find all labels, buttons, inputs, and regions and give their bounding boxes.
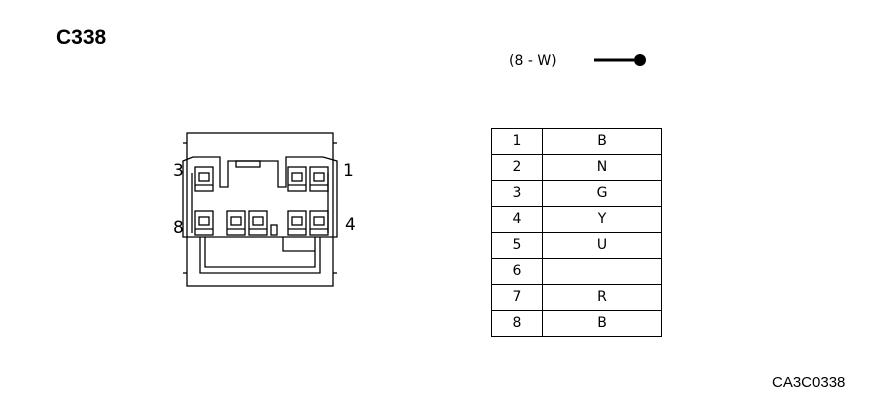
wire-color: B	[542, 310, 662, 337]
wire-color	[542, 258, 662, 285]
wire-color: N	[542, 154, 662, 181]
table-row: 6	[491, 258, 662, 285]
pin-number: 1	[491, 128, 543, 155]
wire-color: U	[542, 232, 662, 259]
connector-title: C338	[56, 26, 107, 49]
pin-number: 2	[491, 154, 543, 181]
pin-number: 8	[491, 310, 543, 337]
wire-color: Y	[542, 206, 662, 233]
pin-number: 5	[491, 232, 543, 259]
pin-number: 3	[491, 180, 543, 207]
pin-number: 6	[491, 258, 543, 285]
pin-label-top-right: 1	[343, 161, 354, 181]
connector-spec: (8 - W)	[509, 53, 557, 69]
pin-label-top-left: 3	[173, 161, 184, 181]
connector-face-diagram	[182, 132, 338, 287]
wire-color: R	[542, 284, 662, 311]
pin-label-bottom-right: 4	[345, 215, 356, 235]
pin-label-bottom-left: 8	[173, 218, 184, 238]
pin-number: 4	[491, 206, 543, 233]
pin-number: 7	[491, 284, 543, 311]
wire-color: B	[542, 128, 662, 155]
reference-code: CA3C0338	[772, 374, 846, 391]
wire-terminal-icon	[594, 54, 646, 66]
wire-color: G	[542, 180, 662, 207]
